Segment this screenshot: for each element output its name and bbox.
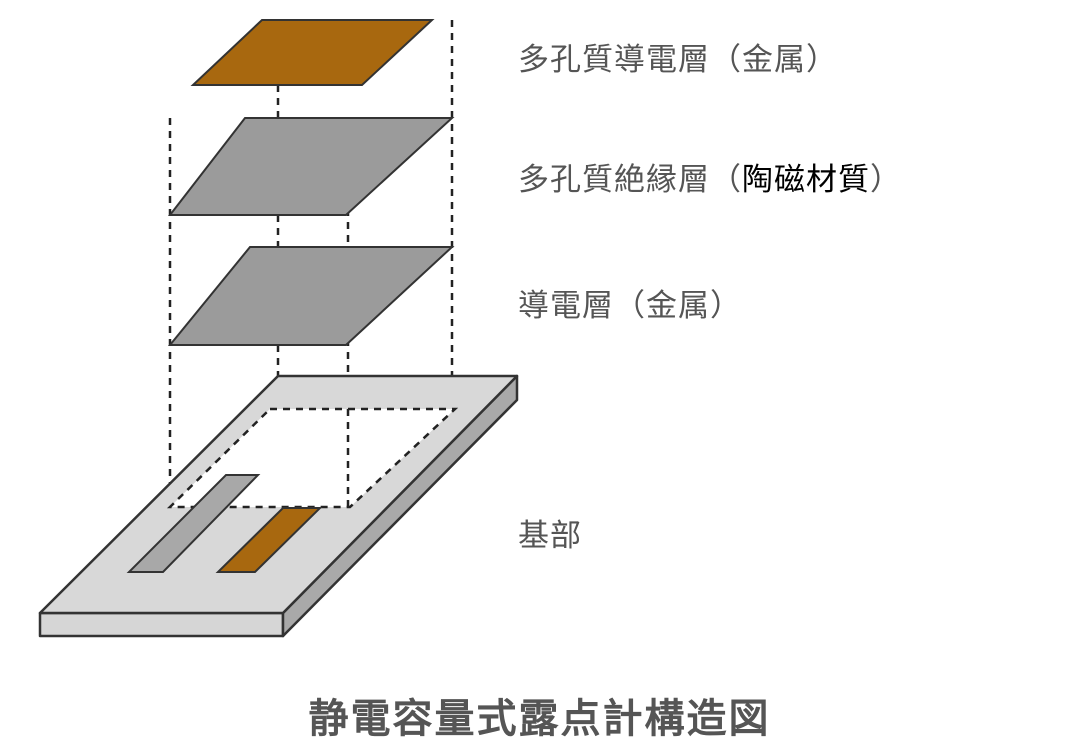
base-brown-electrode [215,507,323,573]
label-porous-conductive-layer: 多孔質導電層（金属） [518,42,838,78]
porous-conductive-layer-plate [190,19,435,86]
label-insulating-prefix: 多孔質絶縁層（ [518,162,742,198]
porous-insulating-layer-plate [167,117,455,216]
label-insulating-material: 陶磁材質 [742,162,870,198]
label-conductive-layer: 導電層（金属） [518,288,742,324]
diagram-title: 静電容量式露点計構造図 [308,696,771,742]
base-gray-electrode [126,474,261,573]
label-base: 基部 [518,518,582,554]
label-porous-insulating-layer: 多孔質絶縁層（陶磁材質） [518,154,902,199]
label-insulating-suffix: ） [870,162,902,198]
conductive-layer-plate [167,246,455,346]
